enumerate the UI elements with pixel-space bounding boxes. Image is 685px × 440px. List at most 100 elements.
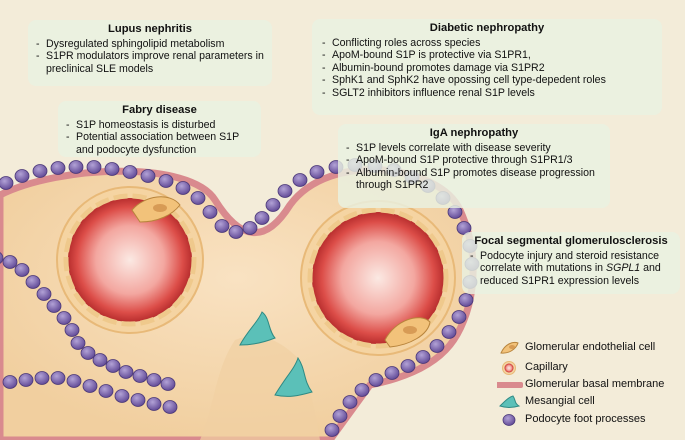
podocyte-foot-process	[14, 169, 30, 183]
capillary-right	[300, 200, 456, 356]
podocyte-foot-process	[32, 164, 48, 178]
box-item: Conflicting roles across species	[320, 37, 654, 50]
box-item: Potential association between S1P and po…	[64, 131, 255, 156]
box-item: ApoM-bound S1P protective through S1PR1/…	[344, 154, 604, 167]
podocyte-foot-process	[451, 310, 467, 324]
podocyte-foot-process	[114, 389, 130, 403]
box-title: Focal segmental glomerulosclerosis	[474, 235, 668, 247]
podocyte-foot-process	[368, 373, 384, 387]
box-diabetic-nephropathy: Diabetic nephropathy Conflicting roles a…	[312, 19, 662, 115]
podocyte-foot-process	[2, 255, 18, 269]
endothelial-cell-icon	[500, 341, 519, 354]
podocyte-foot-process	[292, 173, 308, 187]
podocyte-foot-process	[86, 160, 102, 174]
legend-label: Capillary	[525, 361, 568, 373]
podocyte-foot-process	[46, 299, 62, 313]
podocyte-foot-process	[2, 375, 18, 389]
podocyte-foot-process	[50, 371, 66, 385]
capillary-icon	[502, 361, 516, 375]
podocyte-foot-process	[50, 161, 66, 175]
podocyte-foot-process	[160, 377, 176, 391]
podocyte-foot-process	[64, 323, 80, 337]
podocyte-foot-process	[415, 350, 431, 364]
podocyte-foot-process	[70, 336, 86, 350]
podocyte-foot-process	[342, 395, 358, 409]
podocyte-foot-process	[162, 400, 178, 414]
legend-row: Glomerular basal membrane	[497, 377, 685, 393]
podocyte-foot-process	[34, 371, 50, 385]
box-item: Albumin-bound S1P promotes disease progr…	[344, 167, 604, 192]
mesangial-stalk	[200, 336, 320, 440]
box-title: IgA nephropathy	[429, 127, 519, 139]
podocyte-foot-process	[122, 165, 138, 179]
podocyte-foot-process	[130, 393, 146, 407]
podocyte-foot-process	[441, 325, 457, 339]
podocyte-foot-process	[146, 397, 162, 411]
podocyte-foot-process	[332, 409, 348, 423]
box-title: Fabry disease	[122, 104, 197, 116]
legend-label: Glomerular basal membrane	[525, 378, 665, 390]
endothelial-nucleus	[403, 326, 417, 334]
podocyte-foot-process	[18, 373, 34, 387]
podocyte-foot-process	[36, 287, 52, 301]
podocyte-foot-process	[277, 184, 293, 198]
podocyte-foot-process	[384, 366, 400, 380]
box-item: S1P levels correlate with disease severi…	[344, 142, 604, 155]
podocyte-foot-process	[14, 263, 30, 277]
box-item: Podocyte injury and steroid resistance c…	[468, 250, 674, 288]
mesangial-cell-icon	[499, 395, 521, 408]
box-item-text: Podocyte injury and steroid resistance c…	[480, 249, 660, 275]
podocyte-foot-process	[98, 384, 114, 398]
podocyte-icon	[502, 414, 516, 426]
endothelial-nucleus	[153, 204, 167, 212]
podocyte-foot-process	[202, 205, 218, 219]
podocyte-foot-process	[92, 353, 108, 367]
box-item: SGLT2 inhibitors influence renal S1P lev…	[320, 87, 654, 100]
podocyte-foot-process	[118, 365, 134, 379]
legend-label: Glomerular endothelial cell	[525, 341, 656, 353]
legend-row: Mesangial cell	[497, 394, 685, 410]
podocyte-foot-process	[309, 165, 325, 179]
legend-label: Podocyte foot processes	[525, 413, 646, 425]
legend-row: Capillary	[497, 360, 685, 376]
box-item: S1P homeostasis is disturbed	[64, 119, 255, 132]
podocyte-foot-process	[214, 219, 230, 233]
box-iga-nephropathy: IgA nephropathy S1P levels correlate wit…	[338, 124, 610, 208]
legend-row: Podocyte foot processes	[497, 412, 685, 428]
podocyte-foot-process	[68, 160, 84, 174]
mesangial-cell	[239, 311, 276, 346]
box-fsgs: Focal segmental glomerulosclerosis Podoc…	[462, 232, 680, 294]
gene-name: SGPL1	[606, 262, 641, 275]
podocyte-foot-process	[354, 383, 370, 397]
podocyte-foot-process	[458, 293, 474, 307]
podocyte-foot-process	[175, 181, 191, 195]
capillary-left	[56, 186, 204, 334]
podocyte-foot-process	[324, 423, 340, 437]
podocyte-foot-process	[104, 162, 120, 176]
box-item: ApoM-bound S1P is protective via S1PR1,	[320, 49, 654, 62]
box-item: Dysregulated sphingolipid metabolism	[34, 38, 266, 51]
podocyte-foot-process	[146, 373, 162, 387]
box-title: Lupus nephritis	[108, 23, 192, 35]
box-title: Diabetic nephropathy	[429, 22, 545, 34]
podocyte-foot-process	[25, 275, 41, 289]
podocyte-foot-process	[190, 191, 206, 205]
podocyte-foot-process	[228, 225, 244, 239]
legend-row: Glomerular endothelial cell	[497, 340, 685, 356]
box-item: Albumin-bound promotes damage via S1PR2	[320, 62, 654, 75]
podocyte-foot-process	[242, 221, 258, 235]
box-lupus-nephritis: Lupus nephritis Dysregulated sphingolipi…	[28, 20, 272, 86]
podocyte-foot-process	[80, 346, 96, 360]
podocyte-foot-process	[140, 169, 156, 183]
basal-membrane-icon	[497, 382, 523, 388]
box-item-text: and reduced S1PR1 expression levels	[480, 262, 661, 287]
podocyte-foot-process	[400, 359, 416, 373]
legend-label: Mesangial cell	[525, 395, 595, 407]
podocyte-foot-process	[254, 211, 270, 225]
box-item: SphK1 and SphK2 have opossing cell type-…	[320, 74, 654, 87]
podocyte-foot-process	[105, 359, 121, 373]
podocyte-foot-process	[66, 374, 82, 388]
box-fabry-disease: Fabry disease S1P homeostasis is disturb…	[58, 101, 261, 157]
podocyte-foot-process	[429, 339, 445, 353]
